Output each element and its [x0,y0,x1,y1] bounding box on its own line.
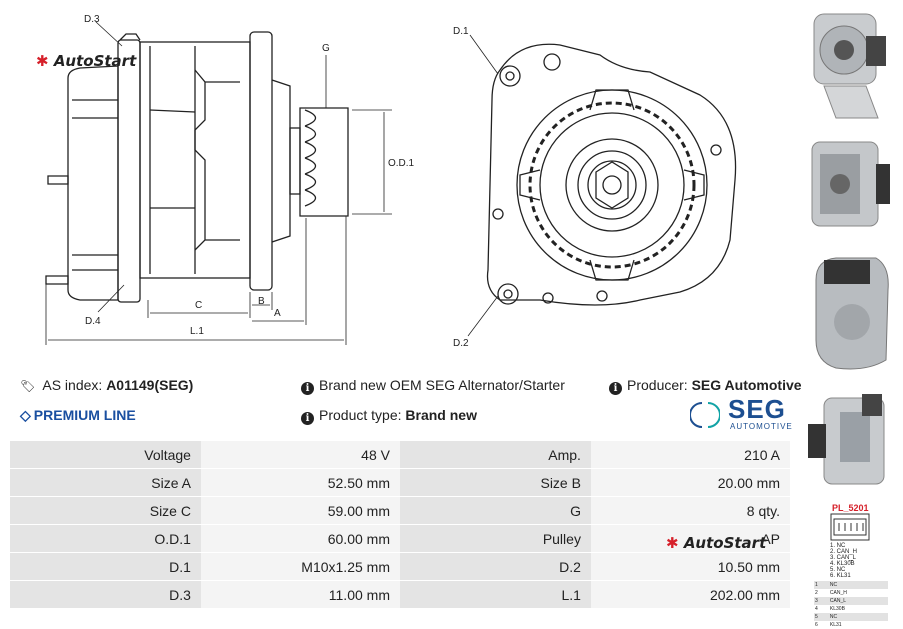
label-g: G [322,43,330,54]
label-a: A [274,308,281,319]
as-index: 🏷 AS index: A01149(SEG) [20,377,194,393]
product-thumbnail-3[interactable] [806,250,892,378]
info-icon: i [301,382,314,395]
tag-icon: 🏷 [20,379,36,393]
label-l1: L.1 [190,326,204,337]
label-d2: D.2 [453,338,469,349]
product-thumbnail-4[interactable] [806,384,892,496]
plug-diagram: PL_5201 1. NC 2. CAN_H 3. CAN_L 4. KL30B… [814,503,892,629]
info-icon: i [609,382,622,395]
dimension-lines [45,21,392,345]
label-od1: O.D.1 [388,158,415,169]
info-icon: i [301,412,314,425]
product-thumbnail-2[interactable] [806,130,892,242]
autostart-watermark-table: ✱ AutoStart [666,534,767,552]
autostart-logo-icon: ✱ [36,52,49,70]
autostart-watermark-top: ✱ AutoStart [36,52,137,70]
product-thumbnail-1[interactable] [806,6,892,124]
plug-title: PL_5201 [832,503,869,513]
technical-drawing [45,21,737,345]
premium-line: ◇PREMIUM LINE [20,407,136,423]
label-d4: D.4 [85,316,101,327]
label-d1: D.1 [453,26,469,37]
front-view [467,34,737,337]
label-c: C [195,300,203,311]
side-view [45,31,349,303]
autostart-logo-icon: ✱ [666,534,679,552]
seg-logo: SEG AUTOMOTIVE [690,394,792,432]
seg-ring-icon [690,402,720,428]
label-b: B [258,296,265,307]
label-d3: D.3 [84,14,100,25]
diamond-icon: ◇ [20,407,31,423]
plug-connector-icon [830,513,870,541]
